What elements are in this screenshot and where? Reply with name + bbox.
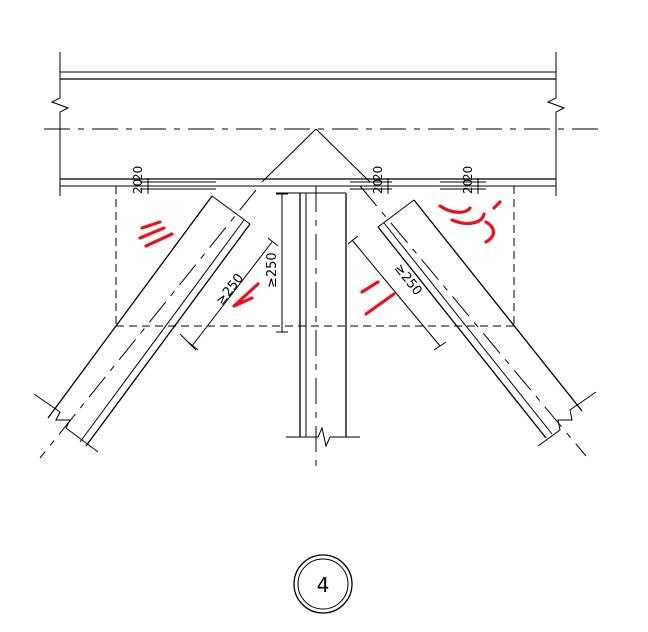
right-brace-break [537,391,597,447]
detail-callout: 4 [293,554,353,614]
gap-label-left-2: 20 [131,166,145,181]
gusset-plate [115,186,515,327]
length-label-column: ≥250 [265,252,280,288]
right-brace-centerline [359,185,587,457]
center-column [286,192,360,448]
detail-number: 4 [317,573,330,597]
gap-dimension-right: 20 20 [440,166,486,194]
gap-label-right: 20 [461,179,475,194]
weld-markup-left [138,220,174,248]
gap-label-left: 20 [131,179,145,194]
column-break [286,426,360,448]
dimension-left-brace: ≥250 [179,237,279,351]
gap-label-middle-2: 20 [371,166,385,181]
weld-markup-left-lower [232,282,260,308]
dimension-column: ≥250 [265,193,288,333]
gap-label-right-2: 20 [461,166,475,181]
right-brace [377,199,597,447]
gap-dimension-middle: 20 20 [276,166,392,194]
weld-markup-column [360,280,396,316]
left-brace-break [33,393,99,453]
gap-label-middle: 20 [371,179,385,194]
beam-break-right [546,52,566,196]
left-brace [33,195,251,453]
beam-break-left [50,52,70,196]
weld-markup-right [438,200,502,244]
work-point-lines [261,128,371,183]
gap-dimension-left: 20 20 [131,166,216,194]
top-beam [50,52,566,196]
left-brace-centerline [39,189,257,459]
